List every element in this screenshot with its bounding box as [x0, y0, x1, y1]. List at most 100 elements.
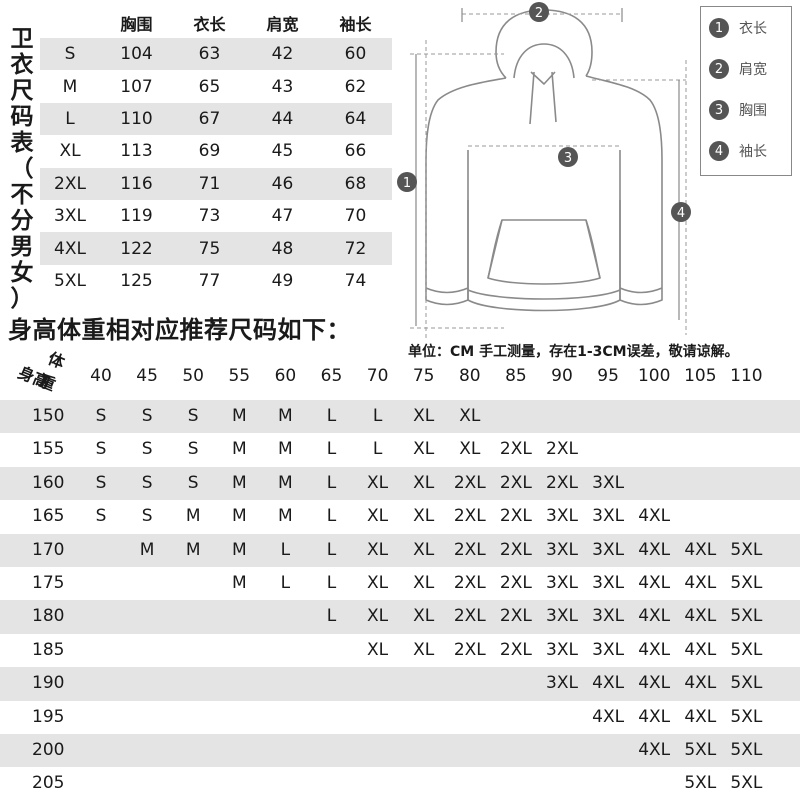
recommended-size-cell: XL [413, 606, 435, 627]
recommended-size-cell: XL [413, 639, 435, 660]
vertical-title-char: 不 [10, 182, 34, 208]
height-label: 160 [32, 472, 65, 493]
recommended-size-cell: 5XL [684, 773, 717, 794]
recommended-size-cell: XL [413, 406, 435, 426]
size-table-cell: 69 [198, 141, 221, 162]
size-label: 2XL [54, 173, 86, 194]
recommended-size-cell: XL [413, 472, 435, 493]
header-length: 衣长 [193, 15, 226, 34]
recommended-size-cell: 4XL [592, 673, 625, 694]
hoodie-diagram: 1 2 3 4 [397, 2, 691, 340]
marker-2-icon [529, 2, 549, 22]
recommended-size-cell: 5XL [730, 572, 763, 593]
recommended-size-cell: 3XL [592, 472, 625, 493]
recommended-size-cell: 5XL [730, 673, 763, 694]
recommended-size-cell: 4XL [638, 706, 671, 727]
recommended-size-cell: 3XL [546, 606, 578, 627]
legend-item: 1 衣长 [709, 18, 767, 38]
recommended-size-cell: M [278, 472, 293, 493]
recommended-size-cell: 4XL [684, 639, 717, 660]
recommended-size-cell: M [278, 506, 293, 527]
recommended-size-cell: 4XL [684, 606, 717, 627]
size-table-cell: 49 [271, 270, 294, 291]
vertical-title-char: 卫 [10, 26, 34, 52]
recommended-size-cell: 5XL [730, 739, 763, 760]
vertical-title-char: （ [10, 156, 34, 182]
size-table-cell: 77 [198, 270, 221, 291]
recommended-size-cell: 3XL [592, 639, 625, 660]
recommended-size-cell: XL [459, 439, 481, 460]
recommended-size-cell: 3XL [592, 539, 625, 560]
weight-header-cell: 80 [458, 366, 481, 386]
recommended-size-cell: XL [459, 406, 481, 426]
size-table-cell: 122 [120, 238, 153, 259]
recommended-size-cell: 5XL [684, 739, 717, 760]
recommended-size-cell: S [95, 439, 107, 460]
recommended-size-cell: 3XL [546, 639, 578, 660]
recommended-size-cell: S [141, 506, 153, 527]
recommended-size-cell: S [141, 406, 153, 426]
size-table-cell: 65 [198, 76, 221, 97]
weight-header-cell: 75 [412, 366, 435, 386]
size-table-cell: 104 [120, 44, 153, 65]
size-table-cell: 119 [120, 206, 153, 227]
recommended-size-cell: L [326, 539, 337, 560]
size-table-cell: 48 [271, 238, 294, 259]
size-label: 5XL [54, 270, 86, 291]
size-table-cell: 62 [344, 76, 367, 97]
legend-number: 2 [709, 59, 729, 79]
size-table-cell: 67 [198, 108, 221, 129]
recommended-size-cell: 2XL [453, 606, 486, 627]
recommended-size-cell: L [280, 539, 291, 560]
weight-header-cell: 50 [182, 366, 204, 386]
recommended-size-cell: XL [367, 506, 389, 527]
recommended-size-cell: M [185, 506, 201, 527]
size-table-cell: 60 [344, 44, 367, 65]
weight-header-cell: 95 [597, 366, 619, 386]
recommended-size-cell: 2XL [499, 439, 532, 460]
recommended-size-cell: L [280, 572, 291, 593]
recommended-size-cell: XL [367, 539, 389, 560]
recommended-size-cell: L [326, 606, 337, 627]
size-label: XL [59, 141, 81, 162]
marker-4-label: 4 [677, 206, 685, 221]
vertical-title-char: 尺 [10, 78, 34, 104]
vertical-title-char: 表 [10, 130, 34, 156]
weight-header-cell: 85 [505, 366, 527, 386]
recommended-size-cell: S [95, 472, 107, 493]
height-label: 165 [32, 506, 65, 527]
vertical-title-char: 女 [10, 260, 34, 286]
height-label: 185 [32, 639, 65, 660]
size-table-cell: 66 [344, 141, 367, 162]
weight-header-cell: 100 [637, 366, 671, 386]
recommended-size-cell: 5XL [730, 706, 763, 727]
height-label: 155 [32, 439, 65, 460]
marker-2-label: 2 [535, 6, 543, 21]
recommended-size-cell: S [187, 472, 199, 493]
recommended-size-cell: 4XL [684, 673, 717, 694]
height-label: 190 [32, 673, 65, 694]
recommended-size-cell: M [231, 572, 247, 593]
recommended-size-cell: M [231, 506, 247, 527]
recommended-size-cell: 3XL [592, 506, 625, 527]
recommended-size-cell: 5XL [730, 639, 763, 660]
weight-header-cell: 40 [90, 366, 112, 386]
recommended-size-cell: 2XL [546, 472, 578, 493]
size-label: L [65, 108, 75, 129]
size-table-cell: 70 [344, 206, 367, 227]
height-label: 170 [32, 539, 65, 560]
recommended-size-cell: 3XL [592, 606, 625, 627]
size-table-cell: 74 [344, 270, 367, 291]
weight-header-cell: 60 [274, 366, 297, 386]
size-table-cell: 116 [120, 173, 153, 194]
recommended-size-cell: 3XL [546, 572, 578, 593]
